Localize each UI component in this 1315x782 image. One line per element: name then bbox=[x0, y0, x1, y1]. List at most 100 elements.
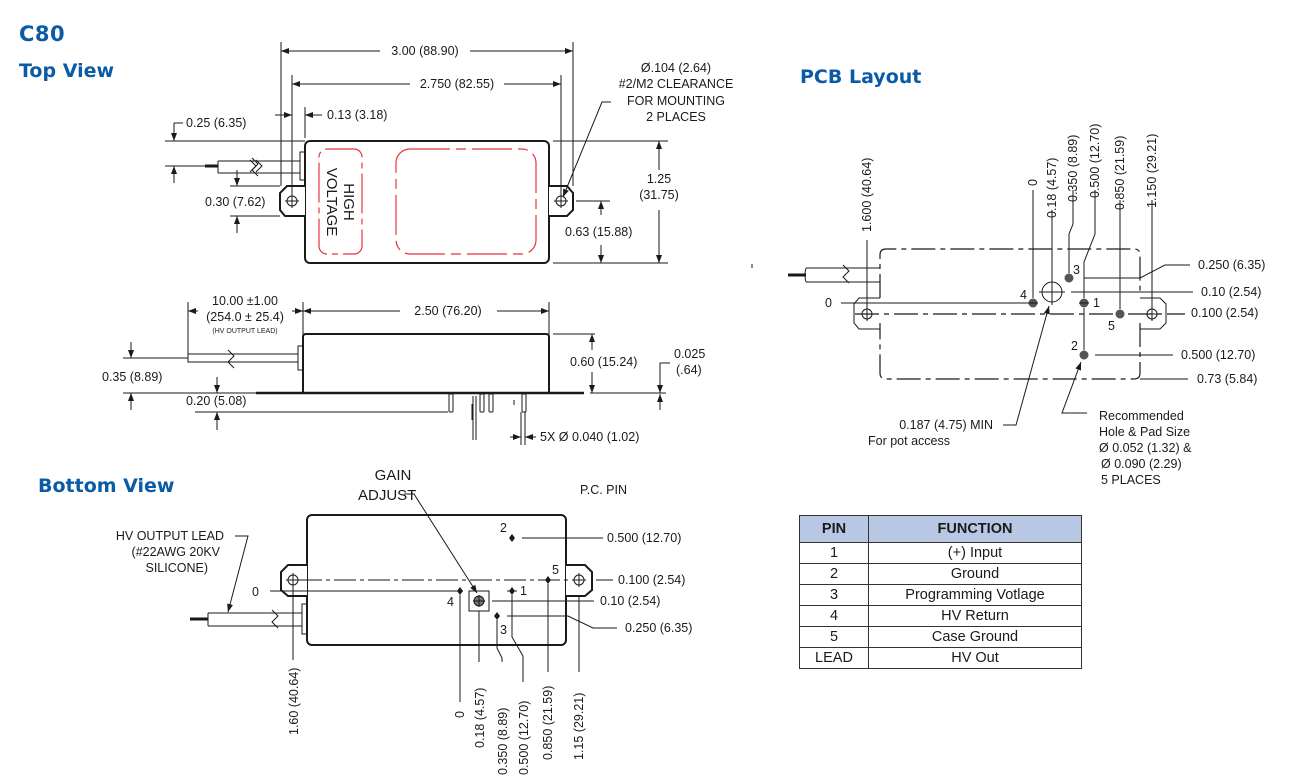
dim-width-mm: (31.75) bbox=[639, 188, 679, 202]
bottom-pin-4-label: 4 bbox=[447, 595, 454, 609]
hv-lead-note-line2: (#22AWG 20KV bbox=[132, 545, 221, 559]
pin-table-header-row: PIN FUNCTION bbox=[799, 515, 1082, 543]
pin-cell: 2 bbox=[799, 563, 869, 585]
pcb-origin-label: 0 bbox=[825, 296, 832, 310]
mount-note-line1: Ø.104 (2.64) bbox=[641, 61, 711, 75]
pin-cell: 5 bbox=[799, 626, 869, 648]
pcb-right-dim-0: 0.250 (6.35) bbox=[1198, 258, 1265, 272]
pin-cell: LEAD bbox=[799, 647, 869, 669]
pin-cell: 4 bbox=[799, 605, 869, 627]
pcb-pad-4 bbox=[1028, 298, 1038, 308]
dim-height: 0.60 (15.24) bbox=[570, 355, 637, 369]
pcb-pad-5-label: 5 bbox=[1108, 319, 1115, 333]
dim-tab-offset: 0.13 (3.18) bbox=[327, 108, 387, 122]
table-row: 1(+) Input bbox=[799, 542, 1082, 564]
hv-lead-note-line1: HV OUTPUT LEAD bbox=[116, 529, 224, 543]
bottom-dim-0-350: 0.350 (8.89) bbox=[496, 708, 510, 775]
gain-adjust-line1: GAIN bbox=[375, 467, 412, 484]
pcb-pad-1-label: 1 bbox=[1093, 296, 1100, 310]
bottom-pin-1-label: 1 bbox=[520, 584, 527, 598]
pcb-pad-4-label: 4 bbox=[1020, 288, 1027, 302]
pot-note-line2: For pot access bbox=[868, 434, 950, 448]
bottom-pin-4 bbox=[457, 587, 463, 595]
dim-lead-offset: 0.25 (6.35) bbox=[186, 116, 246, 130]
side-lead bbox=[187, 353, 299, 363]
pcb-pad-2-label: 2 bbox=[1071, 339, 1078, 353]
bottom-view-heading: Bottom View bbox=[38, 475, 175, 497]
dim-pin-diameter: 5X Ø 0.040 (1.02) bbox=[540, 430, 639, 444]
pcb-pad-2 bbox=[1079, 350, 1089, 360]
pcb-dim-0-350: 0.350 (8.89) bbox=[1066, 135, 1080, 202]
pad-note-line3: Ø 0.052 (1.32) & bbox=[1099, 441, 1192, 455]
dim-mount-center: 0.63 (15.88) bbox=[565, 225, 632, 239]
pcb-dim-1-150: 1.150 (29.21) bbox=[1145, 134, 1159, 208]
dim-pin-length: 0.20 (5.08) bbox=[186, 394, 246, 408]
pcb-pad-3 bbox=[1064, 273, 1074, 283]
gain-adjust-line2: ADJUST bbox=[358, 487, 416, 504]
bottom-origin-label: 0 bbox=[252, 585, 259, 599]
side-view-body bbox=[302, 333, 550, 393]
function-cell: Case Ground bbox=[868, 626, 1082, 648]
hv-label-line1: HIGH bbox=[340, 183, 357, 221]
pcb-layout-view: 0 4 1 3 5 2 1.600 (40.64) 0 0.18 (4.57) … bbox=[751, 124, 1265, 487]
bottom-dim-1-60: 1.60 (40.64) bbox=[287, 668, 301, 735]
bottom-dim-0-18: 0.18 (4.57) bbox=[473, 688, 487, 748]
dim-flange-mm: (.64) bbox=[676, 363, 702, 377]
dim-mount-spacing: 2.750 (82.55) bbox=[420, 77, 494, 91]
bottom-pin-3-label: 3 bbox=[500, 623, 507, 637]
pcb-dim-0: 0 bbox=[1026, 179, 1040, 186]
bottom-pin-2-label: 2 bbox=[500, 521, 507, 535]
pin-cell: 1 bbox=[799, 542, 869, 564]
function-column-header: FUNCTION bbox=[868, 515, 1082, 543]
hv-label-line2: VOLTAGE bbox=[323, 168, 340, 237]
pad-note-line5: 5 PLACES bbox=[1101, 473, 1161, 487]
bottom-right-dim-1: 0.100 (2.54) bbox=[618, 573, 685, 587]
hv-label-outline bbox=[318, 148, 363, 255]
dim-lead-length-in: 10.00 ±1.00 bbox=[212, 294, 278, 308]
function-cell: Ground bbox=[868, 563, 1082, 585]
pcb-pad-3-label: 3 bbox=[1073, 263, 1080, 277]
bottom-pin-2 bbox=[509, 534, 515, 542]
pad-note-line4: Ø 0.090 (2.29) bbox=[1101, 457, 1182, 471]
pcb-right-dim-3: 0.500 (12.70) bbox=[1181, 348, 1255, 362]
pcb-dim-0-850: 0.850 (21.59) bbox=[1113, 136, 1127, 210]
mount-note-line2: #2/M2 CLEARANCE bbox=[619, 77, 734, 91]
hv-lead-note-line3: SILICONE) bbox=[145, 561, 208, 575]
bottom-right-dim-0: 0.500 (12.70) bbox=[607, 531, 681, 545]
pc-pin-label: P.C. PIN bbox=[580, 483, 627, 497]
pot-note-line1: 0.187 (4.75) MIN bbox=[899, 418, 993, 432]
dim-overall-length: 3.00 (88.90) bbox=[391, 44, 458, 58]
function-cell: Programming Votlage bbox=[868, 584, 1082, 606]
dim-lead-length-mm: (254.0 ± 25.4) bbox=[206, 310, 284, 324]
bottom-dim-0-500: 0.500 (12.70) bbox=[517, 701, 531, 775]
top-view-heading: Top View bbox=[19, 60, 115, 82]
pcb-right-dim-4: 0.73 (5.84) bbox=[1197, 372, 1257, 386]
side-pin bbox=[488, 393, 494, 413]
bottom-view: 0 1.60 (40.64) HV OUTPUT LEAD (#22AWG 20… bbox=[116, 467, 693, 775]
top-view: HIGH VOLTAGE 3.00 (88.90) 2.750 (82.55) … bbox=[165, 42, 734, 264]
pin-cell: 3 bbox=[799, 584, 869, 606]
pin-column-header: PIN bbox=[799, 515, 869, 543]
pcb-layout-heading: PCB Layout bbox=[800, 66, 922, 88]
function-cell: (+) Input bbox=[868, 542, 1082, 564]
dim-tab-height: 0.30 (7.62) bbox=[205, 195, 265, 209]
pad-note-line2: Hole & Pad Size bbox=[1099, 425, 1190, 439]
dim-lead-note: (HV OUTPUT LEAD) bbox=[212, 328, 277, 335]
bottom-pin-5-label: 5 bbox=[552, 563, 559, 577]
label-area-outline bbox=[395, 148, 537, 255]
pcb-dim-0-18: 0.18 (4.57) bbox=[1045, 158, 1059, 218]
side-pin bbox=[479, 393, 485, 413]
model-title: C80 bbox=[19, 22, 66, 46]
pcb-pad-1 bbox=[1079, 298, 1089, 308]
mount-note-line4: 2 PLACES bbox=[646, 110, 706, 124]
function-cell: HV Out bbox=[868, 647, 1082, 669]
bottom-right-dim-3: 0.250 (6.35) bbox=[625, 621, 692, 635]
bottom-pin-3 bbox=[494, 612, 500, 620]
bottom-pin-1 bbox=[507, 587, 517, 595]
